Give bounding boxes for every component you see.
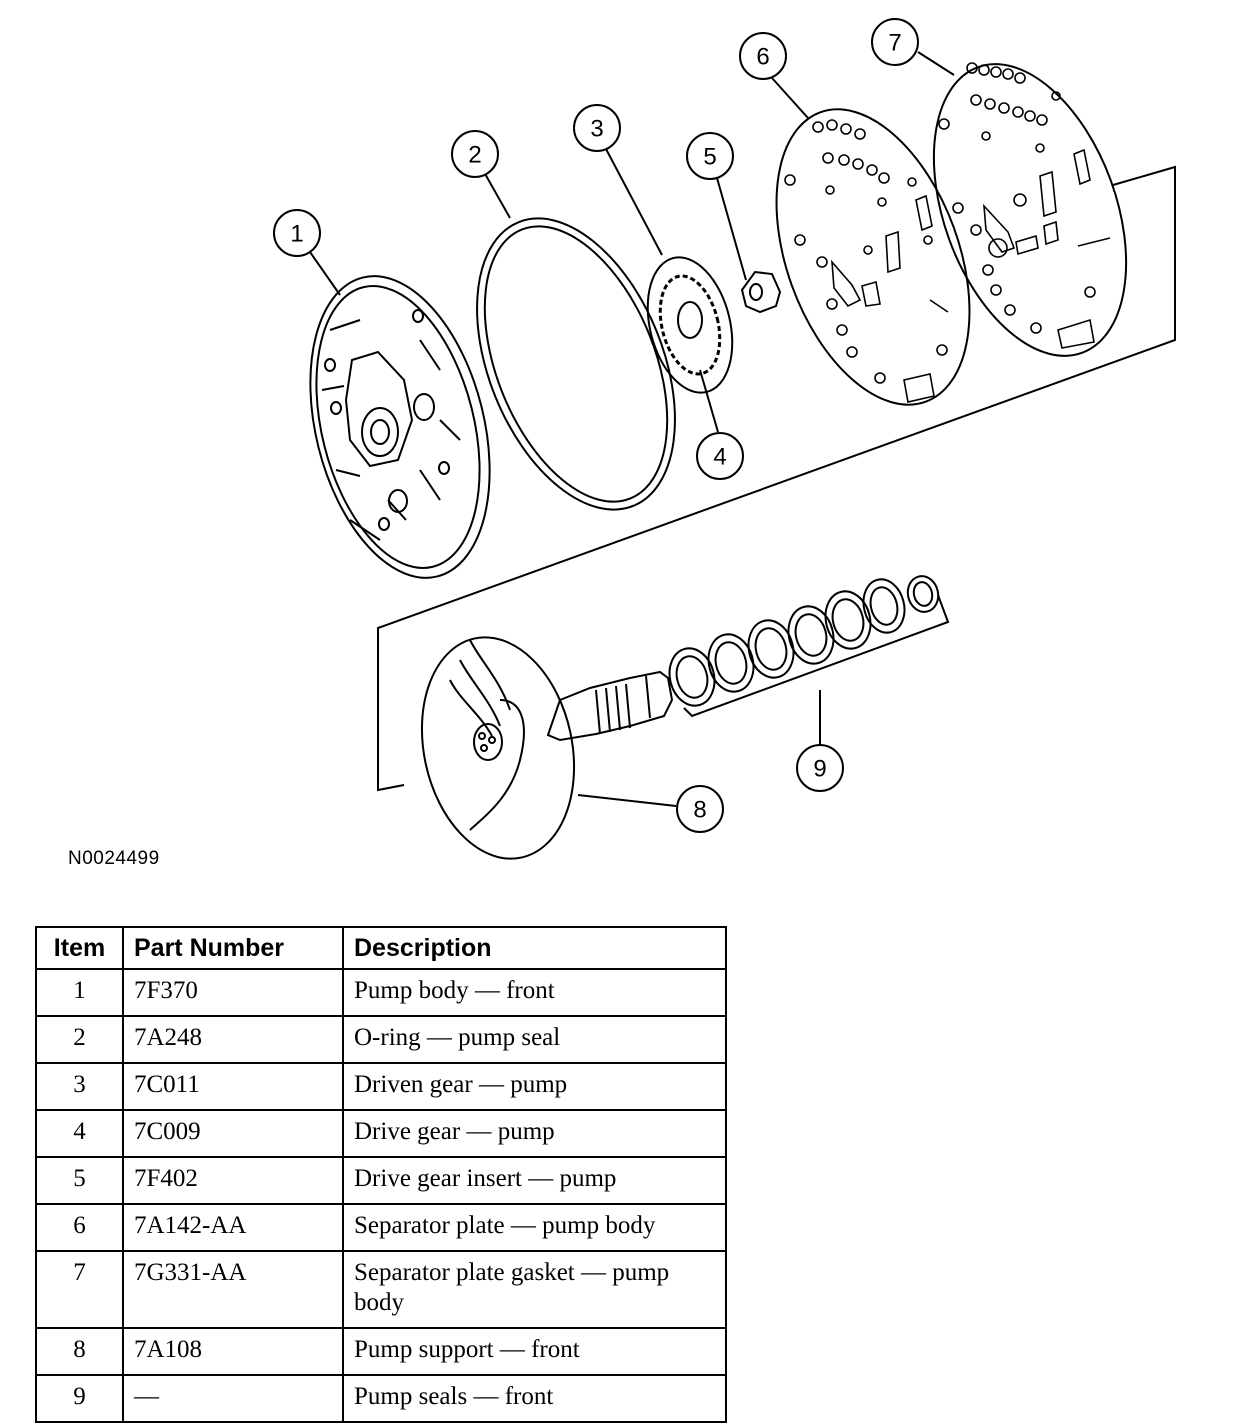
header-description: Description bbox=[342, 926, 727, 970]
callout-1 bbox=[273, 209, 321, 257]
callout-6 bbox=[739, 32, 787, 80]
cell-description: Drive gear — pump bbox=[342, 1109, 727, 1158]
parts-table: Item Part Number Description 1 7F370 Pum… bbox=[35, 926, 727, 1423]
table-header-row: Item Part Number Description bbox=[35, 926, 727, 970]
callout-5 bbox=[686, 132, 734, 180]
callout-label-2: 2 bbox=[468, 142, 481, 169]
table-row: 9 — Pump seals — front bbox=[35, 1374, 727, 1423]
cell-part-number: 7A248 bbox=[122, 1015, 344, 1064]
cell-item: 9 bbox=[35, 1374, 124, 1423]
table-row: 6 7A142-AA Separator plate — pump body bbox=[35, 1203, 727, 1252]
table-row: 3 7C011 Driven gear — pump bbox=[35, 1062, 727, 1111]
callout-label-9: 9 bbox=[813, 756, 826, 783]
cell-part-number: 7F370 bbox=[122, 968, 344, 1017]
callout-label-4: 4 bbox=[713, 444, 726, 471]
callout-2 bbox=[451, 130, 499, 178]
cell-description: Separator plate — pump body bbox=[342, 1203, 727, 1252]
leader-lines bbox=[309, 51, 955, 807]
cell-item: 7 bbox=[35, 1250, 124, 1329]
pump-gears bbox=[646, 256, 734, 394]
callout-label-6: 6 bbox=[756, 44, 769, 71]
cell-item: 6 bbox=[35, 1203, 124, 1252]
cell-description: Drive gear insert — pump bbox=[342, 1156, 727, 1205]
cell-part-number: 7A108 bbox=[122, 1327, 344, 1376]
cell-part-number: 7C011 bbox=[122, 1062, 344, 1111]
pump-seals bbox=[668, 575, 940, 707]
callout-4 bbox=[696, 432, 744, 480]
callout-label-7: 7 bbox=[888, 30, 901, 57]
separator-plate-gasket bbox=[932, 62, 1128, 357]
table-row: 5 7F402 Drive gear insert — pump bbox=[35, 1156, 727, 1205]
table-row: 8 7A108 Pump support — front bbox=[35, 1327, 727, 1376]
table-row: 4 7C009 Drive gear — pump bbox=[35, 1109, 727, 1158]
callout-8 bbox=[676, 785, 724, 833]
cell-description: Pump support — front bbox=[342, 1327, 727, 1376]
table-row: 7 7G331-AA Separator plate gasket — pump… bbox=[35, 1250, 727, 1329]
cell-description: Pump seals — front bbox=[342, 1374, 727, 1423]
cell-part-number: 7A142-AA bbox=[122, 1203, 344, 1252]
cell-item: 8 bbox=[35, 1327, 124, 1376]
assembly-bracket bbox=[377, 165, 1176, 792]
callout-label-1: 1 bbox=[290, 221, 303, 248]
drive-gear-insert bbox=[740, 270, 782, 314]
cell-description: Pump body — front bbox=[342, 968, 727, 1017]
cell-part-number: — bbox=[122, 1374, 344, 1423]
header-item: Item bbox=[35, 926, 124, 970]
cell-part-number: 7C009 bbox=[122, 1109, 344, 1158]
cell-item: 3 bbox=[35, 1062, 124, 1111]
cell-item: 5 bbox=[35, 1156, 124, 1205]
o-ring-pump-seal bbox=[476, 217, 676, 511]
callout-9 bbox=[796, 744, 844, 792]
callout-label-3: 3 bbox=[590, 116, 603, 143]
separator-plate bbox=[775, 108, 971, 406]
cell-item: 2 bbox=[35, 1015, 124, 1064]
exploded-diagram: 1 2 3 4 5 6 7 8 9 bbox=[273, 18, 1176, 860]
callout-7 bbox=[871, 18, 919, 66]
table-row: 2 7A248 O-ring — pump seal bbox=[35, 1015, 727, 1064]
callouts bbox=[273, 18, 919, 833]
pump-body-front bbox=[309, 275, 491, 579]
pump-support bbox=[420, 636, 674, 860]
figure-id: N0024499 bbox=[68, 848, 160, 869]
cell-item: 1 bbox=[35, 968, 124, 1017]
cell-description: Driven gear — pump bbox=[342, 1062, 727, 1111]
header-part-number: Part Number bbox=[122, 926, 344, 970]
callout-label-5: 5 bbox=[703, 144, 716, 171]
callout-3 bbox=[573, 104, 621, 152]
cell-item: 4 bbox=[35, 1109, 124, 1158]
callout-label-8: 8 bbox=[693, 797, 706, 824]
cell-description: O-ring — pump seal bbox=[342, 1015, 727, 1064]
cell-part-number: 7F402 bbox=[122, 1156, 344, 1205]
cell-part-number: 7G331-AA bbox=[122, 1250, 344, 1329]
cell-description: Separator plate gasket — pump body bbox=[342, 1250, 727, 1329]
table-row: 1 7F370 Pump body — front bbox=[35, 968, 727, 1017]
